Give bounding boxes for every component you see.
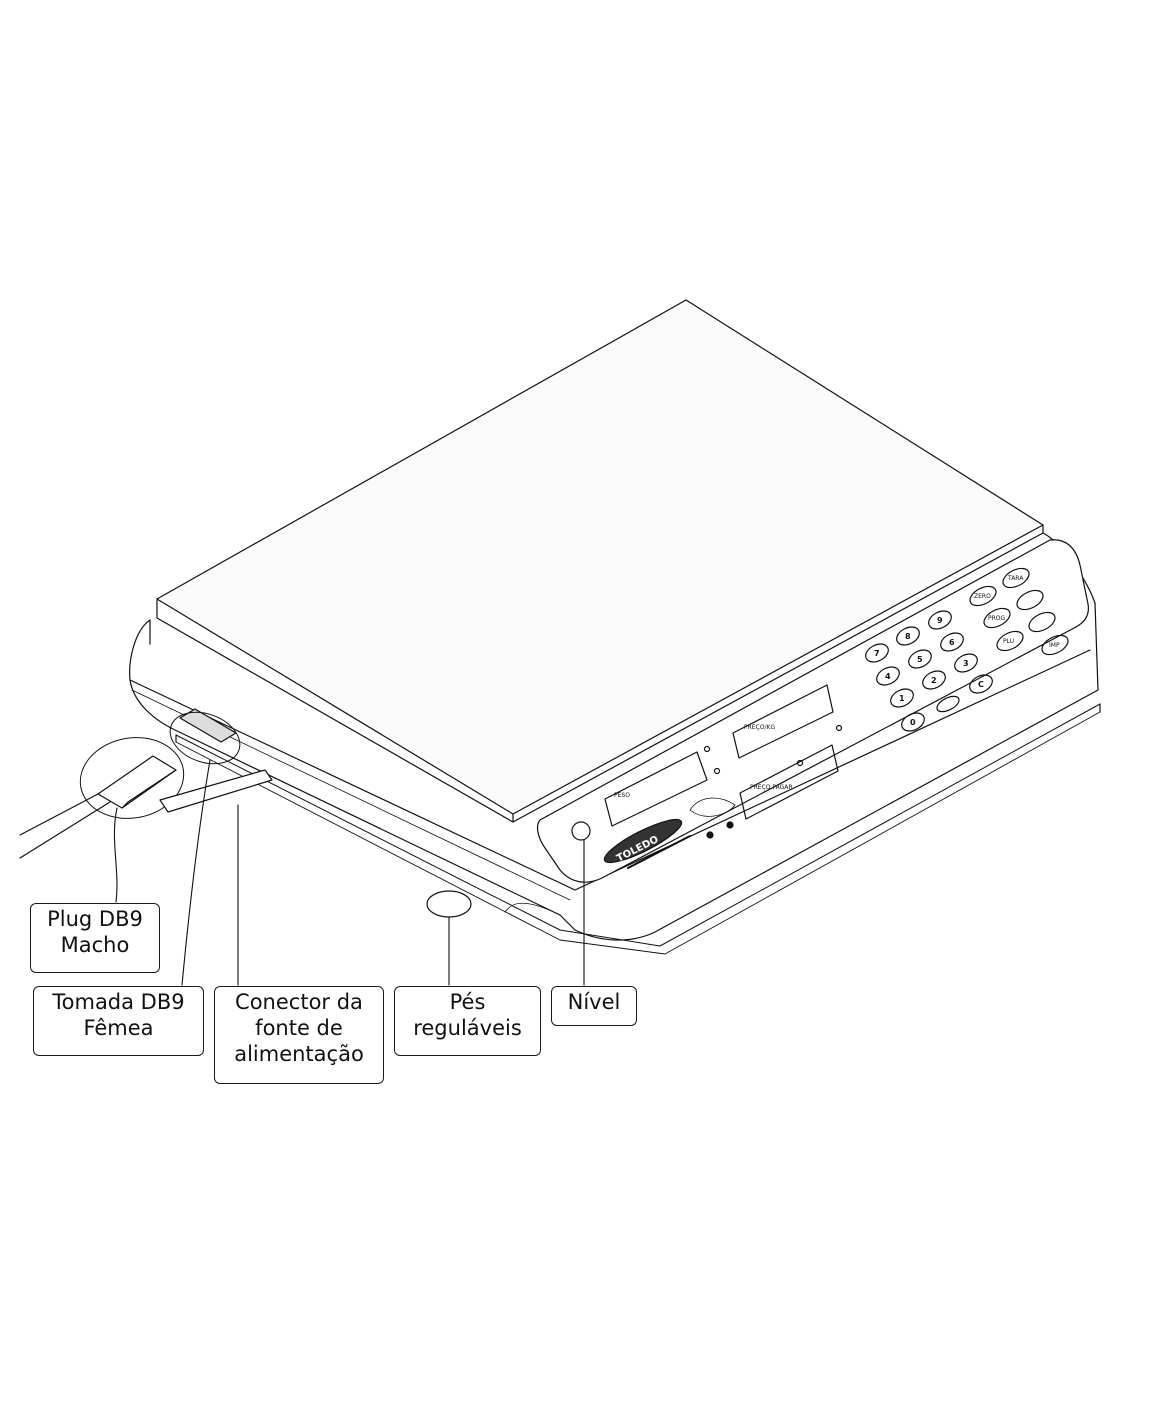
display-peso (604, 751, 708, 827)
label-preco-kg: PREÇO/KG (744, 724, 775, 731)
label-tomada-db9: Tomada DB9 Fêmea (33, 986, 204, 1056)
weighing-platform (156, 299, 1044, 823)
db9-socket (169, 708, 241, 765)
brand-logo (603, 818, 683, 864)
label-conector-fonte: Conector da fonte de alimentação (214, 986, 384, 1084)
adjustable-foot (426, 890, 472, 918)
key-1: 1 (899, 694, 905, 703)
key-0: 0 (910, 718, 916, 727)
key-7: 7 (874, 649, 880, 658)
keypad (865, 567, 1069, 732)
power-connector (159, 769, 273, 813)
label-peso: PESO (614, 792, 630, 799)
key-zero: ZERO (974, 593, 991, 600)
level-bubble (571, 821, 591, 841)
key-imp: IMP (1049, 642, 1060, 649)
key-8: 8 (905, 632, 911, 641)
key-3: 3 (963, 659, 969, 668)
db9-plug (19, 737, 185, 859)
leader-lines (113, 759, 585, 986)
key-tara: TARA (1007, 575, 1024, 582)
key-2: 2 (931, 676, 937, 685)
control-panel (536, 539, 1090, 883)
label-nivel: Nível (551, 986, 637, 1026)
display-preco-kg (732, 684, 834, 759)
key-6: 6 (949, 638, 955, 647)
key-4: 4 (885, 672, 891, 681)
label-preco-pagar: PREÇO PAGAR (750, 784, 793, 791)
key-prog: PROG (988, 615, 1006, 622)
key-plu: PLU (1003, 638, 1014, 645)
label-plug-db9: Plug DB9 Macho (30, 903, 160, 973)
key-9: 9 (937, 616, 943, 625)
key-c: C (978, 680, 984, 689)
label-pes-regulaveis: Pés reguláveis (394, 986, 541, 1056)
key-5: 5 (917, 655, 923, 664)
